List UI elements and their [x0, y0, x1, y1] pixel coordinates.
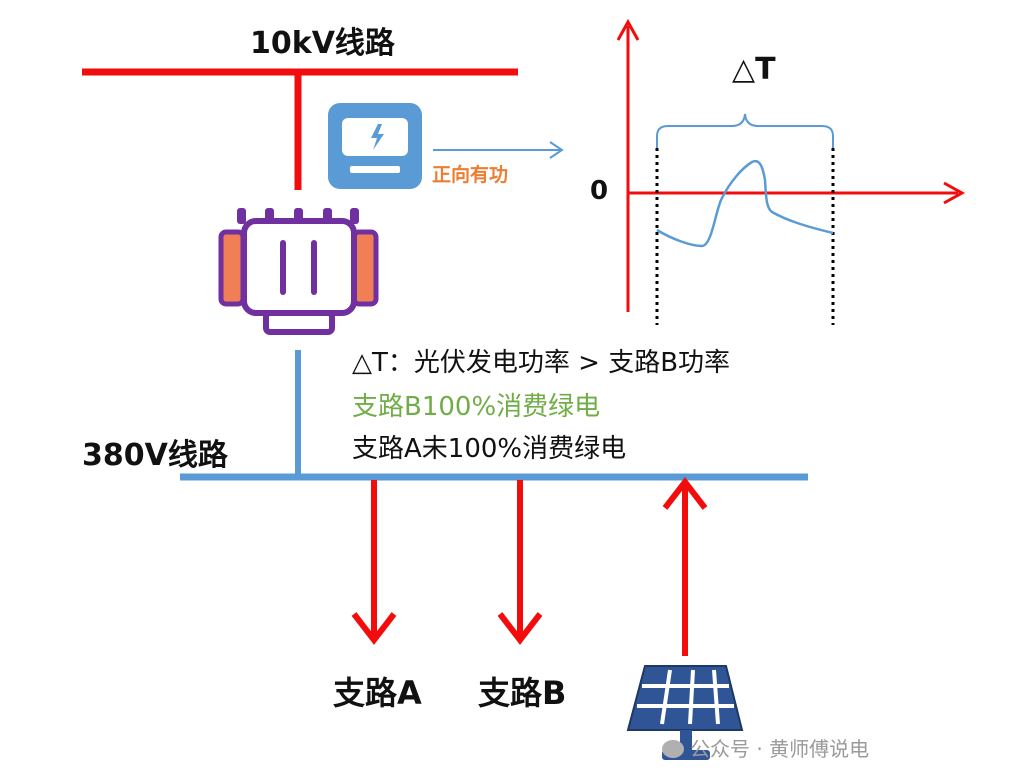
branch-b-arrow: [497, 480, 543, 645]
watermark: 公众号 · 黄师傅说电: [662, 733, 869, 762]
label-10kv-line: 10kV线路: [250, 26, 395, 61]
electricity-meter-icon: [328, 103, 422, 189]
note-branch-b: 支路B100%消费绿电: [352, 392, 601, 422]
transformer-icon: [218, 208, 379, 335]
note-delta-t: △T：光伏发电功率 > 支路B功率: [352, 348, 731, 378]
chart-zero-label: 0: [590, 176, 609, 206]
power-chart: [616, 18, 966, 325]
wechat-icon: [662, 740, 684, 758]
label-forward-active: 正向有功: [432, 164, 509, 186]
solar-panel-icon: [626, 665, 744, 760]
chart-y-arrowhead: [616, 18, 640, 41]
watermark-text: 公众号 · 黄师傅说电: [690, 737, 870, 761]
label-branch-b: 支路B: [478, 674, 567, 712]
branch-a-arrow: [351, 480, 397, 645]
label-branch-a: 支路A: [333, 674, 422, 712]
pv-up-arrow: [662, 477, 708, 656]
note-branch-a: 支路A未100%消费绿电: [352, 434, 627, 464]
delta-t-label: △T: [732, 52, 776, 87]
delta-t-brace: [656, 113, 834, 148]
label-380v-line: 380V线路: [82, 438, 228, 473]
forward-active-arrow: [433, 141, 564, 159]
chart-x-arrowhead: [943, 181, 966, 205]
power-curve: [656, 159, 834, 248]
